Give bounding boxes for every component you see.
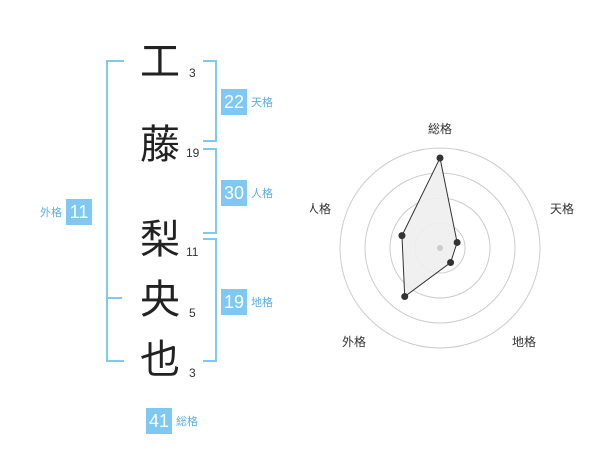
name-char-1: 工 xyxy=(140,39,180,85)
stroke-count-4: 5 xyxy=(189,306,196,320)
name-char-3: 梨 xyxy=(140,217,180,263)
gaikaku-label: 外格 xyxy=(40,206,62,219)
gaikaku-bracket xyxy=(106,60,124,362)
tenkaku-value: 22 xyxy=(221,89,248,115)
radar-axis-label-soukaku: 総格 xyxy=(428,121,452,136)
jinkaku-bracket xyxy=(203,148,217,234)
soukaku-badge: 41 総格 xyxy=(146,408,198,434)
jinkaku-badge: 30 人格 xyxy=(221,180,273,206)
chikaku-bracket xyxy=(203,238,217,362)
jinkaku-value: 30 xyxy=(221,180,248,206)
name-char-4: 央 xyxy=(140,277,180,323)
tenkaku-badge: 22 天格 xyxy=(221,89,273,115)
radar-axis-label-tenkaku: 天格 xyxy=(550,201,574,216)
soukaku-label: 総格 xyxy=(176,415,199,428)
radar-axis-label-jinkaku: 人格 xyxy=(310,201,331,216)
name-char-5: 也 xyxy=(140,337,180,383)
gaikaku-value: 11 xyxy=(66,199,92,225)
chikaku-badge: 19 地格 xyxy=(221,289,273,315)
radar-point-3 xyxy=(447,259,455,267)
jinkaku-label: 人格 xyxy=(251,187,274,200)
radar-ring-4 xyxy=(339,147,541,349)
gaikaku-bracket-divider xyxy=(106,297,122,299)
soukaku-value: 41 xyxy=(146,408,173,434)
stroke-count-1: 3 xyxy=(189,66,196,80)
radar-chart: 総格 天格 地格 外格 人格 xyxy=(310,121,574,349)
radar-data-polygon xyxy=(401,156,458,298)
tenkaku-bracket xyxy=(203,60,217,142)
gaikaku-badge: 外格 11 xyxy=(40,199,92,225)
stroke-count-2: 19 xyxy=(186,146,200,160)
radar-point-4 xyxy=(401,293,409,301)
radar-axis-label-chikaku: 地格 xyxy=(512,334,536,349)
radar-point-5 xyxy=(398,232,406,240)
radar-center-dot xyxy=(437,245,443,251)
radar-axis-label-gaikaku: 外格 xyxy=(342,334,366,349)
stroke-count-5: 3 xyxy=(189,366,196,380)
radar-point-1 xyxy=(436,154,444,162)
tenkaku-label: 天格 xyxy=(251,96,274,109)
radar-point-2 xyxy=(453,238,461,246)
name-char-2: 藤 xyxy=(140,122,180,168)
chikaku-label: 地格 xyxy=(251,296,274,309)
stroke-count-3: 11 xyxy=(186,245,199,259)
chikaku-value: 19 xyxy=(221,289,248,315)
